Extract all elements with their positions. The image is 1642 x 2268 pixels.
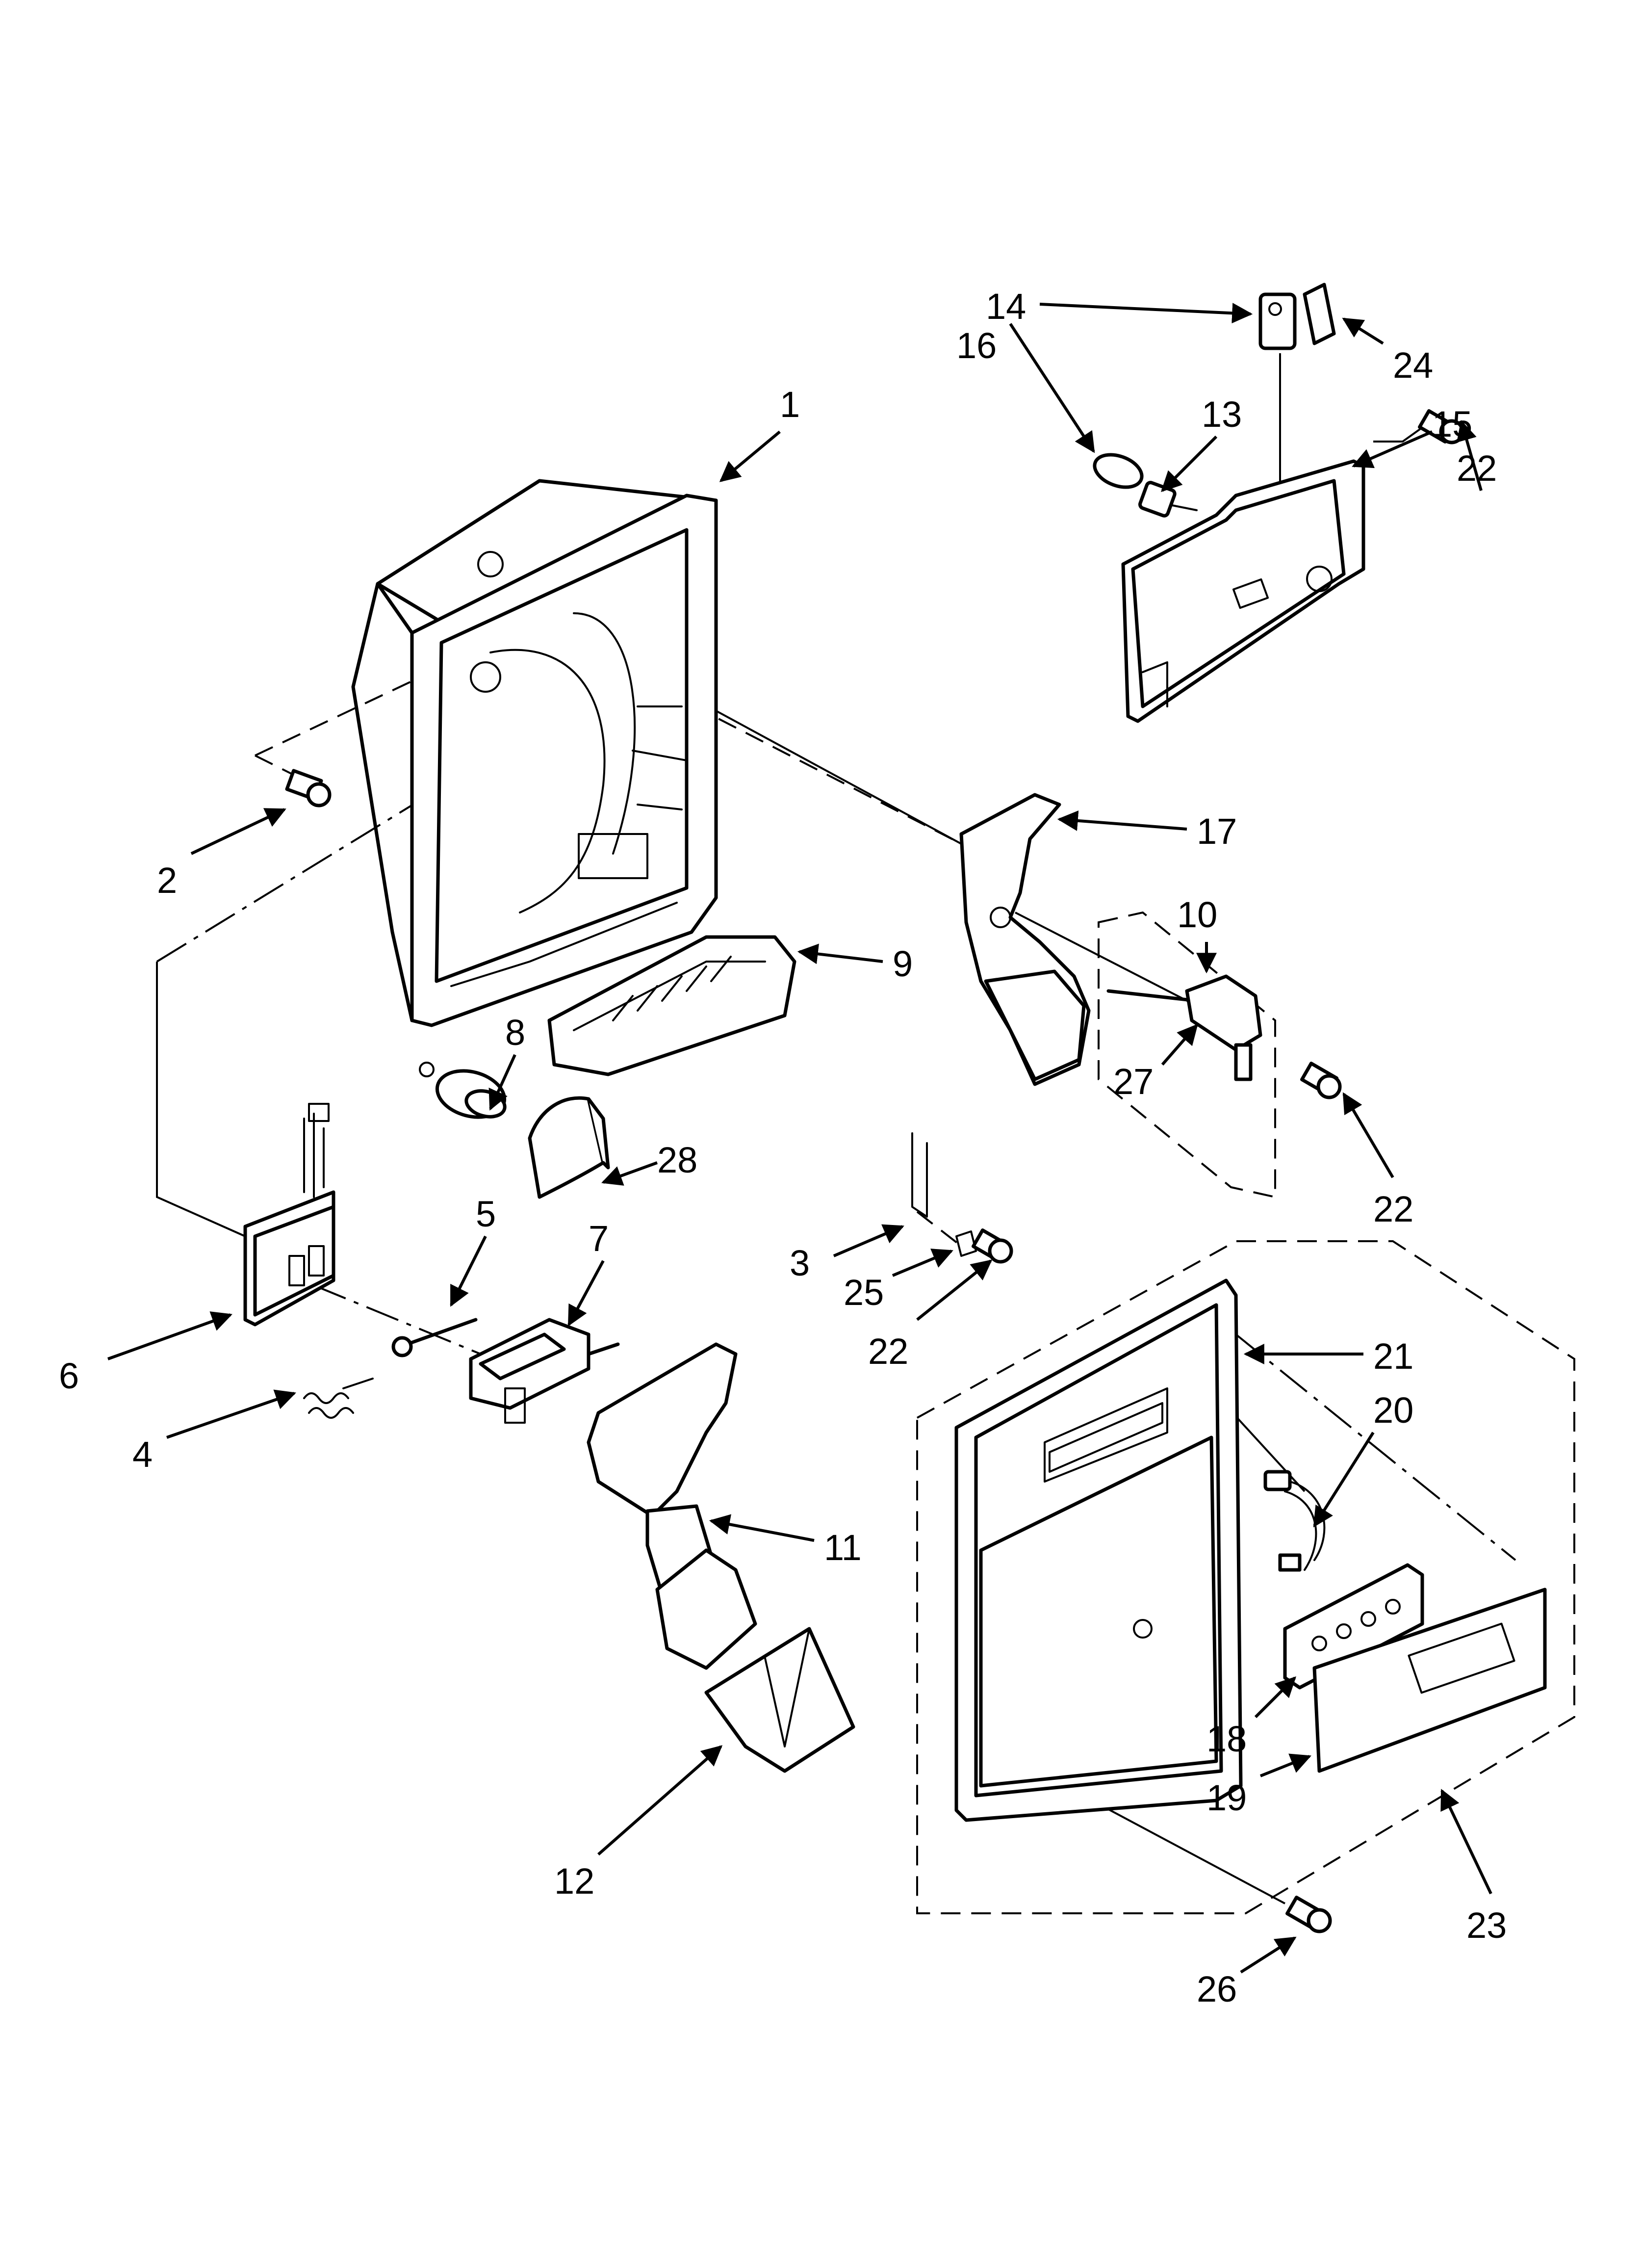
callout-22-middle: 22 xyxy=(1373,1189,1413,1229)
callout-4: 4 xyxy=(132,1434,153,1475)
leader-19 xyxy=(1259,1753,1311,1777)
leader-8 xyxy=(488,1054,516,1111)
callout-23: 23 xyxy=(1466,1905,1507,1946)
part-1-dispenser-housing xyxy=(351,479,718,1027)
part-5-pin xyxy=(391,1318,478,1357)
leader-2 xyxy=(190,808,286,855)
leader-16 xyxy=(1009,323,1095,453)
leader-22a xyxy=(1457,419,1483,491)
callout-11: 11 xyxy=(824,1527,862,1568)
leader-arrows xyxy=(107,303,1492,1974)
callout-26: 26 xyxy=(1197,1969,1237,2009)
callout-21: 21 xyxy=(1373,1336,1413,1377)
leader-12 xyxy=(597,1745,723,1856)
callout-16: 16 xyxy=(956,325,997,366)
leader-13 xyxy=(1161,435,1218,492)
leader-17 xyxy=(1057,810,1187,831)
leader-26 xyxy=(1240,1936,1297,1974)
part-12-ice-cup xyxy=(704,1627,855,1773)
part-15-bracket xyxy=(1121,459,1365,723)
part-26-screw xyxy=(1285,1896,1332,1933)
leader-15 xyxy=(1352,430,1433,469)
callout-24: 24 xyxy=(1393,345,1433,386)
part-19-dispenser-overlay xyxy=(1312,1588,1547,1773)
callout-17: 17 xyxy=(1197,811,1237,852)
leader-22b xyxy=(1342,1092,1394,1178)
part-20-wire-harness xyxy=(1263,1470,1326,1572)
callout-1: 1 xyxy=(780,384,800,425)
part-21-dispenser-front xyxy=(954,1278,1243,1822)
callout-27: 27 xyxy=(1113,1061,1154,1102)
part-6-control-module xyxy=(243,1103,335,1327)
part-4-spring xyxy=(303,1378,374,1419)
callout-labels: 1 2 3 4 5 6 7 8 9 10 11 12 13 14 15 16 1… xyxy=(59,286,1507,2009)
part-24-insulator xyxy=(1303,283,1336,345)
callout-8: 8 xyxy=(505,1012,525,1053)
callout-12: 12 xyxy=(554,1861,594,1902)
part-10-lever-assembly xyxy=(1106,974,1262,1081)
callout-18: 18 xyxy=(1206,1719,1247,1759)
leader-3 xyxy=(833,1224,904,1257)
part-11-ice-chute-door xyxy=(587,1342,757,1670)
callout-19: 19 xyxy=(1206,1777,1247,1818)
callout-7: 7 xyxy=(589,1218,609,1259)
leader-9 xyxy=(797,943,883,965)
leader-6 xyxy=(107,1311,232,1360)
leader-27 xyxy=(1161,1023,1198,1066)
part-22-screw-lower xyxy=(972,1228,1013,1264)
callout-9: 9 xyxy=(893,943,913,984)
leader-7 xyxy=(567,1260,605,1327)
callout-22-lower: 22 xyxy=(868,1331,908,1372)
callout-2: 2 xyxy=(157,860,177,901)
leader-25 xyxy=(892,1249,953,1277)
callout-14: 14 xyxy=(986,286,1026,327)
callout-3: 3 xyxy=(790,1243,810,1283)
callout-20: 20 xyxy=(1373,1390,1413,1431)
leader-14 xyxy=(1039,303,1253,324)
leader-1 xyxy=(719,430,781,482)
part-7-crank xyxy=(469,1318,620,1424)
callout-6: 6 xyxy=(59,1356,79,1396)
leader-4 xyxy=(166,1389,296,1439)
leader-18 xyxy=(1254,1676,1296,1719)
leader-5 xyxy=(450,1235,487,1307)
callout-28: 28 xyxy=(657,1140,697,1180)
part-16-light-bulb xyxy=(1093,453,1144,489)
part-17-ice-actuator xyxy=(959,793,1091,1086)
part-22-screw-middle xyxy=(1300,1062,1342,1099)
part-14-switch xyxy=(1258,292,1297,350)
callout-25: 25 xyxy=(844,1272,884,1313)
leader-11 xyxy=(709,1514,815,1542)
callout-22-upper: 22 xyxy=(1457,448,1497,489)
callout-5: 5 xyxy=(476,1194,496,1234)
assembly-lines xyxy=(156,353,1575,1914)
callout-10: 10 xyxy=(1177,894,1217,935)
leader-24 xyxy=(1342,317,1384,345)
leader-28 xyxy=(601,1161,658,1186)
part-3-clip xyxy=(911,1132,928,1218)
leader-22c xyxy=(916,1259,993,1321)
callout-15: 15 xyxy=(1432,404,1472,444)
part-2-screw xyxy=(285,769,332,808)
leader-20 xyxy=(1313,1432,1375,1528)
part-25-insulator-tape xyxy=(955,1230,977,1257)
callout-13: 13 xyxy=(1202,394,1242,435)
part-9-drip-tray xyxy=(547,935,796,1076)
part-28-cover xyxy=(528,1096,610,1199)
leader-23 xyxy=(1440,1789,1492,1895)
